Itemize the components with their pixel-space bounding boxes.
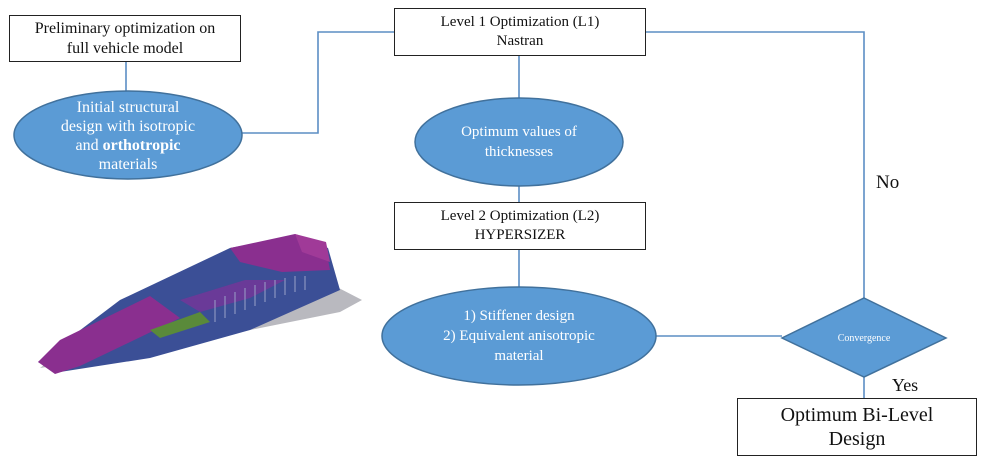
ellipse-initial-line3: and orthotropic <box>75 136 180 155</box>
edge-label-no: No <box>876 172 900 193</box>
box-level1-line2: Nastran <box>496 33 544 49</box>
vehicle-structural-model-icon <box>38 234 362 374</box>
ellipse-stiffener-line3: material <box>494 348 544 364</box>
ellipse-initial-line3-bold: orthotropic <box>102 137 181 154</box>
edge-label-yes: Yes <box>892 375 919 395</box>
box-preliminary-optimization: Preliminary optimization on full vehicle… <box>9 15 241 62</box>
decision-label: Convergence <box>837 332 891 344</box>
ellipse-initial-text: Initial structural design with isotropic… <box>20 95 236 177</box>
ellipse-optimum-thickness <box>414 97 624 187</box>
ellipse-initial-line3-prefix: and <box>75 137 103 154</box>
ellipse-thickness-text: Optimum values of thicknesses <box>420 112 618 172</box>
box-level2-optimization: Level 2 Optimization (L2) HYPERSIZER <box>394 202 646 250</box>
ellipse-thickness-line1: Optimum values of <box>461 124 577 140</box>
box-result-line2: Design <box>828 428 886 450</box>
ellipse-initial-design <box>13 90 243 180</box>
ellipse-stiffener-line1: 1) Stiffener design <box>463 308 575 324</box>
connector-initial-level1 <box>242 31 394 134</box>
box-result-line1: Optimum Bi-Level <box>780 404 934 426</box>
ellipse-stiffener-text: 1) Stiffener design 2) Equivalent anisot… <box>392 303 646 369</box>
box-level2-line1: Level 2 Optimization (L2) <box>440 208 600 224</box>
box-preliminary-line2: full vehicle model <box>66 39 184 57</box>
ellipse-thickness-line2: thicknesses <box>484 144 554 160</box>
connector-no-loop <box>646 31 865 298</box>
box-preliminary-line1: Preliminary optimization on <box>34 19 216 37</box>
ellipse-stiffener-design <box>381 286 657 386</box>
ellipse-stiffener-line2: 2) Equivalent anisotropic <box>443 328 595 344</box>
ellipse-initial-line4: materials <box>98 156 158 173</box>
box-level2-line2: HYPERSIZER <box>474 227 566 243</box>
ellipse-initial-line2: design with isotropic <box>60 118 196 135</box>
ellipse-initial-line1: Initial structural <box>76 99 180 116</box>
box-optimum-bilevel-design: Optimum Bi-Level Design <box>737 398 977 456</box>
decision-diamond <box>780 297 948 378</box>
box-level1-optimization: Level 1 Optimization (L1) Nastran <box>394 8 646 56</box>
box-level1-line1: Level 1 Optimization (L1) <box>440 14 600 30</box>
